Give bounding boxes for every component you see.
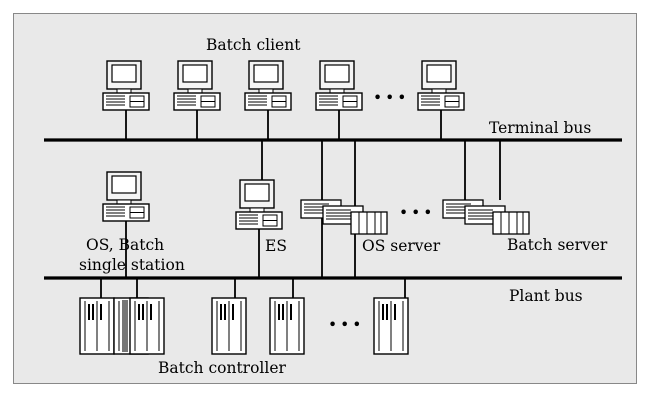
os-batch-single-station-pc [102, 171, 150, 222]
batch-controller-label: Batch controller [158, 359, 287, 377]
servers-ellipsis: ••• [399, 204, 435, 222]
batch-client-pc-5 [417, 60, 465, 111]
plant-bus-label: Plant bus [509, 287, 583, 305]
batch-controller-1 [79, 297, 165, 355]
batch-client-pc-3 [244, 60, 292, 111]
es-pc [235, 179, 283, 230]
batch-controller-2 [211, 297, 247, 355]
batch-client-label: Batch client [206, 36, 301, 54]
controllers-ellipsis: ••• [328, 316, 364, 334]
batch-controller-3 [269, 297, 305, 355]
batch-server-unit [442, 199, 530, 235]
os-batch-single-station-label-line2: single station [79, 256, 185, 274]
es-label: ES [265, 237, 287, 255]
os-server-label: OS server [362, 237, 441, 255]
os-batch-single-station-label-line1: OS, Batch [86, 236, 164, 254]
batch-client-pc-2 [173, 60, 221, 111]
batch-server-label: Batch server [507, 236, 608, 254]
terminal-bus-label: Terminal bus [489, 119, 591, 137]
os-server-unit [300, 199, 388, 235]
batch-client-pc-4 [315, 60, 363, 111]
batch-client-pc-1 [102, 60, 150, 111]
batch-controller-4 [373, 297, 409, 355]
clients-ellipsis: ••• [373, 89, 409, 107]
